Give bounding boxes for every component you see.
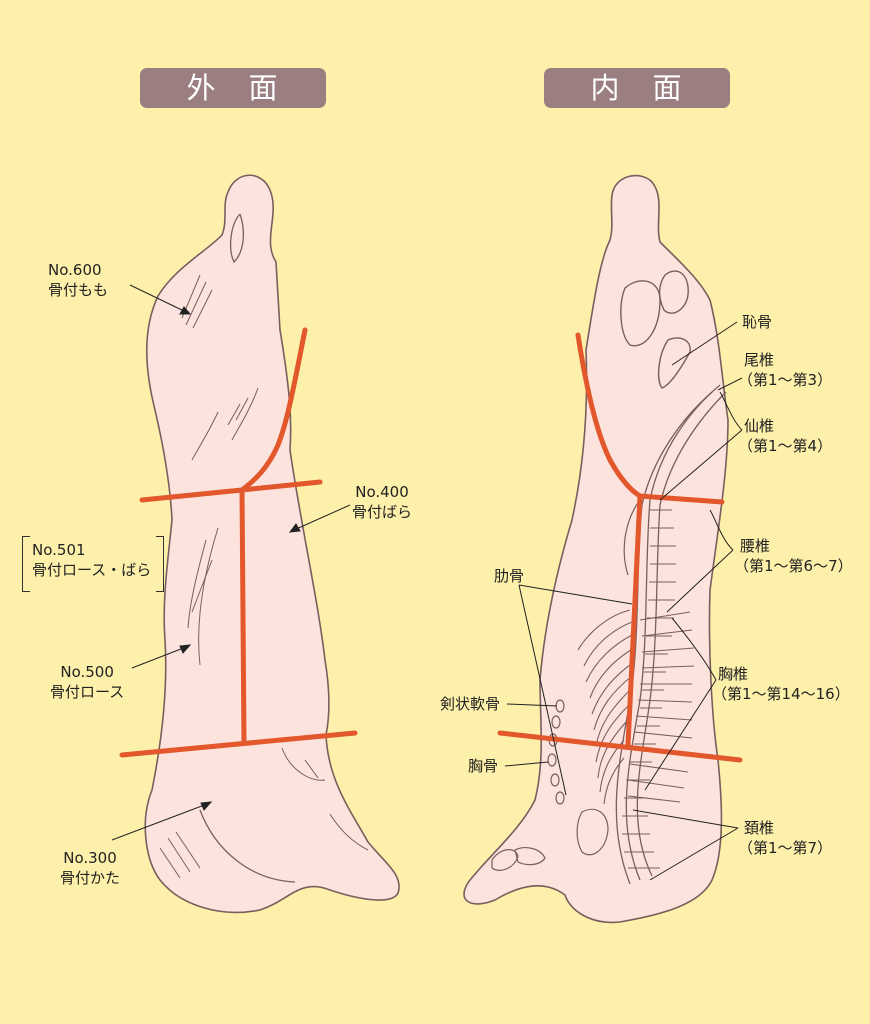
label-caudal-vertebrae: 尾椎 （第1～第3）: [738, 350, 832, 390]
label-xiphoid: 剣状軟骨: [440, 694, 500, 714]
outer-carcass-outline: [144, 174, 400, 914]
label-cervical-vertebrae: 頚椎 （第1～第7）: [738, 818, 832, 858]
label-no501-bracket-left: [22, 536, 30, 592]
label-no300-name: 骨付かた: [60, 869, 121, 887]
outer-leader-lines: [111, 284, 351, 841]
sternum-bones: [547, 699, 565, 805]
vertebrae: [622, 509, 676, 869]
label-no600: No.600 骨付もも: [48, 260, 108, 300]
cut-line-loin-belly: [239, 487, 247, 745]
outer-cut-lines: [119, 327, 358, 758]
label-lumbar-name: 腰椎: [740, 537, 771, 555]
outer-surface-header: 外 面: [140, 68, 326, 108]
cut-line-leg: [239, 327, 308, 493]
label-cervical-name: 頚椎: [744, 819, 775, 837]
label-no501-code: No.501: [32, 541, 86, 559]
ribs: [577, 609, 695, 805]
label-thoracic-name: 胸椎: [718, 665, 749, 683]
label-lumbar-vertebrae: 腰椎 （第1～第6～7）: [734, 536, 853, 576]
outer-side-carcass: [111, 174, 400, 914]
label-no501: No.501 骨付ロース・ばら: [32, 540, 151, 580]
label-rib: 肋骨: [494, 566, 524, 586]
inner-cut-line-leg-horizontal: [637, 493, 725, 505]
inner-surface-header: 内 面: [544, 68, 730, 108]
label-pubis: 恥骨: [742, 312, 772, 332]
label-rib-name: 肋骨: [494, 567, 525, 585]
cut-line-shoulder: [119, 730, 358, 758]
inner-cut-line-leg: [575, 332, 643, 499]
label-sacral-vertebrae: 仙椎 （第1～第4）: [738, 416, 832, 456]
label-sternum-name: 胸骨: [468, 757, 499, 775]
inner-leader-lines: [504, 321, 743, 881]
label-sacral-range: （第1～第4）: [738, 437, 833, 455]
inner-cut-line-shoulder: [497, 730, 743, 763]
label-sternum: 胸骨: [468, 756, 498, 776]
label-no501-name: 骨付ロース・ばら: [32, 561, 152, 579]
label-no501-bracket-right: [156, 536, 164, 592]
spine: [615, 384, 727, 885]
label-pubis-name: 恥骨: [742, 313, 773, 331]
label-no400-code: No.400: [355, 483, 409, 501]
label-caudal-name: 尾椎: [744, 351, 775, 369]
label-sacral-name: 仙椎: [744, 417, 775, 435]
label-no300: No.300 骨付かた: [60, 848, 120, 888]
inner-side-carcass: [463, 174, 743, 924]
inner-cut-lines: [497, 332, 743, 763]
label-no400-name: 骨付ばら: [352, 503, 413, 521]
label-cervical-range: （第1～第7）: [738, 839, 833, 857]
label-caudal-range: （第1～第3）: [738, 371, 833, 389]
label-thoracic-range: （第1～第14～16）: [712, 685, 850, 703]
label-no500-name: 骨付ロース: [50, 683, 125, 701]
label-no400: No.400 骨付ばら: [352, 482, 412, 522]
label-no600-code: No.600: [48, 261, 102, 279]
label-no300-code: No.300: [63, 849, 117, 867]
label-no500-code: No.500: [60, 663, 114, 681]
label-lumbar-range: （第1～第6～7）: [734, 557, 853, 575]
inner-cut-line-loin-belly: [625, 493, 643, 748]
label-thoracic-vertebrae: 胸椎 （第1～第14～16）: [712, 664, 850, 704]
label-no600-name: 骨付もも: [48, 281, 109, 299]
label-no500: No.500 骨付ロース: [50, 662, 124, 702]
label-xiphoid-name: 剣状軟骨: [440, 695, 501, 713]
